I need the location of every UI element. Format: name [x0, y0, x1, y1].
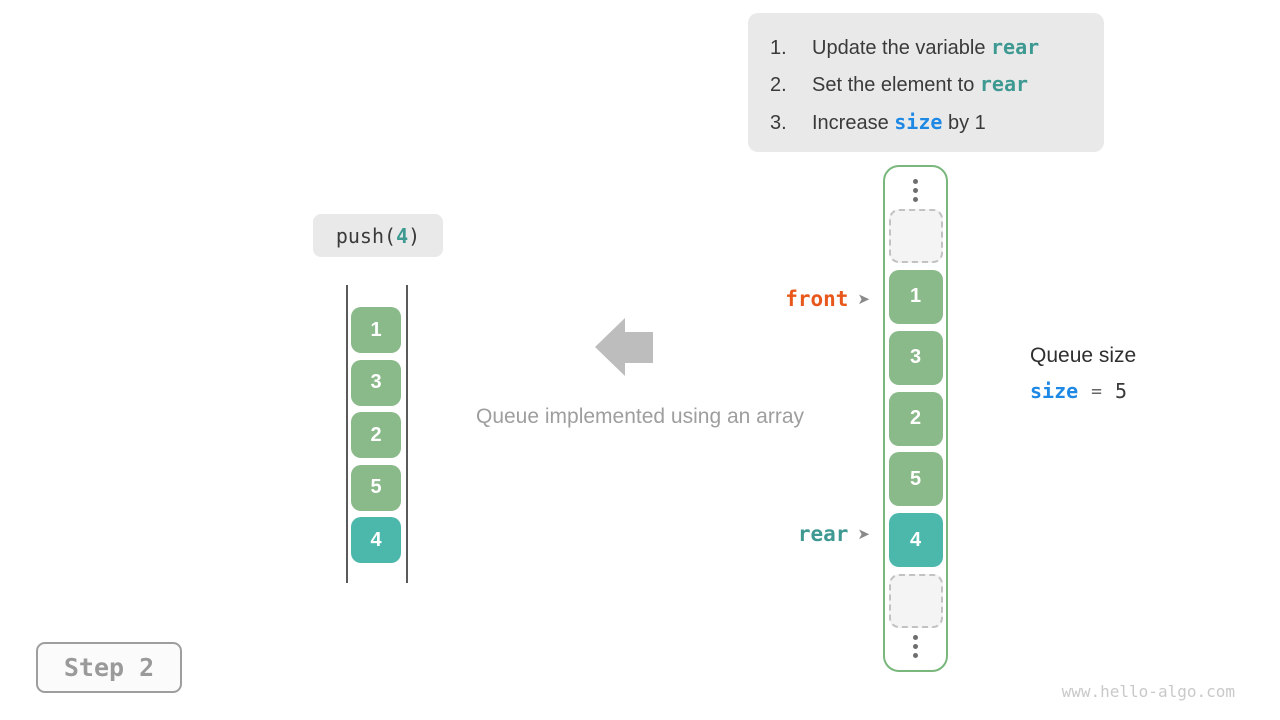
- queue-cell: 5: [351, 464, 401, 511]
- pointer-arrow-icon: ➤: [857, 291, 870, 308]
- array-cell-empty: [888, 208, 943, 263]
- operation-argument: 4: [396, 223, 409, 248]
- instruction-number: 1.: [770, 37, 787, 59]
- instruction-number: 2.: [770, 74, 787, 97]
- vertical-ellipsis-icon: [913, 635, 918, 658]
- operation-label: push(4): [313, 214, 443, 257]
- array-cell-pushed: 4: [888, 513, 943, 568]
- queue-cell: 2: [351, 412, 401, 458]
- code-token-size: size: [894, 109, 943, 134]
- equals-sign: =: [1091, 380, 1103, 402]
- queue-cell-pushed: 4: [351, 517, 401, 563]
- operation-prefix: push(: [335, 223, 397, 248]
- diagram-caption: Queue implemented using an array: [475, 405, 805, 428]
- instruction-number: 3.: [770, 111, 787, 134]
- front-pointer: front ➤: [785, 285, 870, 313]
- step-badge: Step 2: [36, 642, 182, 693]
- rear-pointer: rear ➤: [798, 520, 870, 548]
- queue-size-equation: size = 5: [1030, 379, 1136, 403]
- array-container: 1 3 2 5 4: [883, 165, 948, 672]
- instruction-text: Update the variable rear: [812, 35, 1040, 59]
- array-cell: 3: [888, 330, 943, 385]
- queue-size-title: Queue size: [1030, 344, 1137, 367]
- left-arrow-icon: [595, 318, 653, 376]
- pointer-arrow-icon: ➤: [857, 526, 870, 543]
- queue-rail-left: [346, 285, 348, 583]
- front-pointer-label: front: [785, 287, 849, 311]
- array-cell-empty: [888, 574, 943, 629]
- instruction-step-1: 1. Update the variable rear: [770, 29, 1104, 66]
- step-label: Step 2: [63, 653, 155, 682]
- queue-cell: 3: [351, 359, 401, 406]
- abstract-queue-cells: 1 3 2 5 4: [351, 307, 401, 563]
- array-cell: 5: [888, 452, 943, 507]
- array-cell: 1: [888, 269, 943, 324]
- operation-suffix: ): [408, 223, 421, 248]
- vertical-ellipsis-icon: [913, 179, 918, 202]
- instruction-text: Increase size by 1: [812, 109, 986, 134]
- rear-pointer-label: rear: [797, 522, 849, 546]
- queue-cell: 1: [351, 307, 401, 353]
- code-token-rear: rear: [991, 35, 1040, 59]
- queue-rail-right: [406, 285, 408, 583]
- instruction-step-3: 3. Increase size by 1: [770, 104, 1104, 141]
- code-token-size: size: [1030, 379, 1079, 403]
- arrow-head: [595, 318, 625, 376]
- array-cell: 2: [888, 391, 943, 446]
- watermark: www.hello-algo.com: [1061, 682, 1235, 701]
- code-token-rear: rear: [979, 72, 1029, 97]
- queue-size-value: 5: [1115, 379, 1128, 403]
- abstract-queue: 1 3 2 5 4: [346, 285, 408, 583]
- instructions-panel: 1. Update the variable rear 2. Set the e…: [748, 13, 1104, 152]
- queue-size-block: Queue size size = 5: [1030, 344, 1136, 403]
- instruction-text: Set the element to rear: [812, 72, 1029, 97]
- arrow-shaft: [625, 332, 653, 363]
- instruction-step-2: 2. Set the element to rear: [770, 66, 1104, 103]
